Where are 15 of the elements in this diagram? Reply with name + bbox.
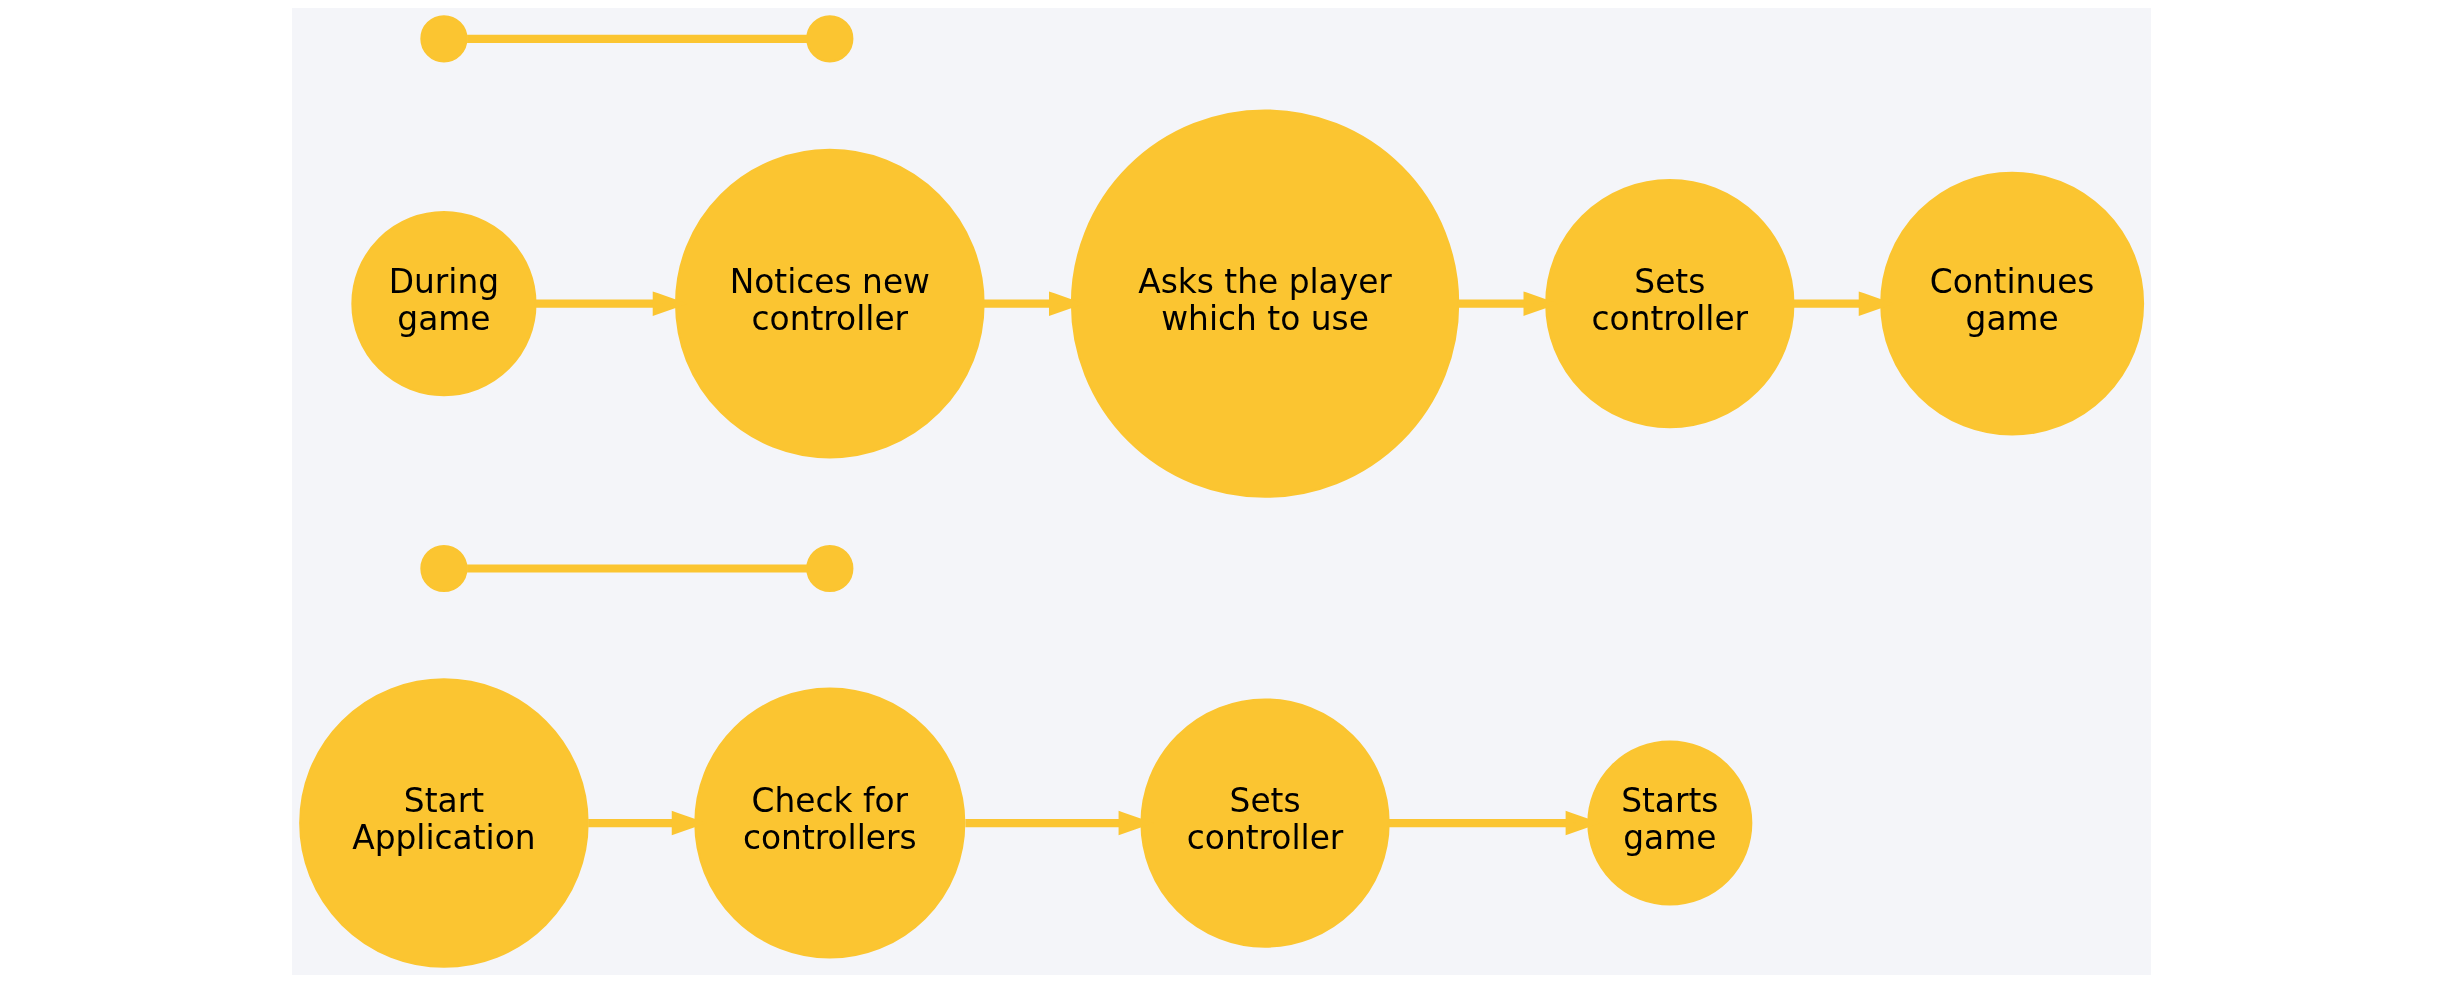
node-circle <box>420 544 468 593</box>
node-circle: Sets controller <box>1140 698 1390 948</box>
node-circle <box>806 15 854 63</box>
node-circle: Start Application <box>299 678 589 968</box>
connector <box>467 34 808 43</box>
node-circle <box>420 15 468 63</box>
node-circle: Starts game <box>1587 740 1753 906</box>
connector <box>467 564 808 573</box>
node-circle: Notices new controller <box>675 148 985 459</box>
node-circle: Asks the player which to use <box>1070 109 1460 498</box>
node-circle: Continues game <box>1880 171 2145 436</box>
node-circle: During game <box>351 211 537 397</box>
node-circle: Sets controller <box>1545 179 1795 429</box>
node-circle: Check for controllers <box>694 687 966 959</box>
node-circle <box>806 544 854 593</box>
